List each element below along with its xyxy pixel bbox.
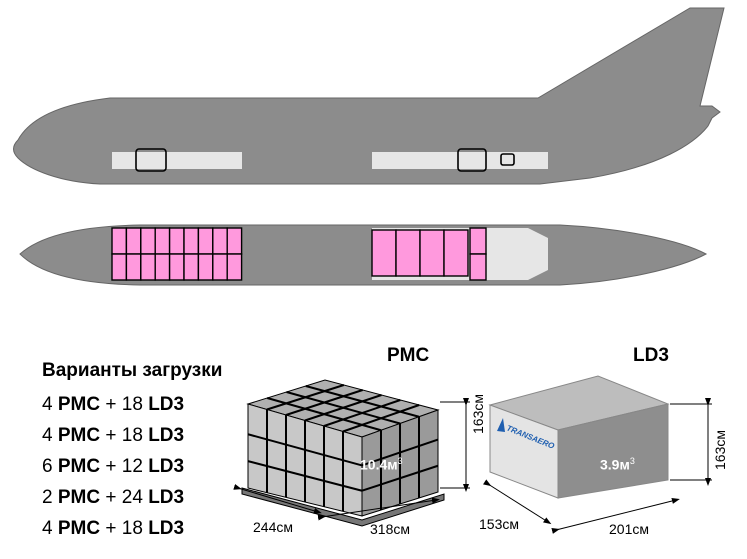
pmc-pallet-drawing bbox=[241, 379, 445, 527]
cargo-door-forward bbox=[135, 148, 167, 172]
pmc-position-aft bbox=[443, 229, 469, 277]
loading-option-row: 4 PMC + 18 LD3 bbox=[42, 425, 185, 446]
ld3-position-forward bbox=[226, 227, 243, 255]
ld3-position-forward bbox=[197, 227, 214, 255]
dimension-lines bbox=[233, 398, 712, 534]
pmc-height-label: 163см bbox=[470, 394, 486, 434]
cargo-hold-forward bbox=[112, 152, 242, 169]
ld3-position-aft bbox=[469, 253, 487, 281]
pmc-width-dim bbox=[233, 483, 322, 514]
ld3-position-forward bbox=[226, 253, 243, 281]
ld3-position-forward bbox=[125, 253, 142, 281]
ld3-position-forward bbox=[140, 227, 156, 255]
loading-option-row: 4 PMC + 18 LD3 bbox=[42, 518, 185, 539]
pmc-volume-label: 10.4м3 bbox=[360, 456, 403, 473]
ld3-header: LD3 bbox=[633, 345, 669, 366]
aircraft-side-view bbox=[13, 7, 725, 185]
loading-option-row: 2 PMC + 24 LD3 bbox=[42, 487, 185, 508]
pmc-width-label: 244см bbox=[253, 519, 293, 535]
ld3-depth-dim bbox=[483, 479, 552, 525]
bulk-cargo-door bbox=[500, 153, 515, 166]
pmc-position-aft bbox=[419, 229, 445, 277]
ld3-side-face bbox=[557, 403, 669, 499]
pmc-position-aft bbox=[395, 229, 421, 277]
ld3-volume-label: 3.9м3 bbox=[600, 456, 635, 473]
cargo-hold-aft bbox=[372, 152, 548, 169]
loading-options-title: Варианты загрузки bbox=[42, 360, 223, 381]
pmc-strap bbox=[247, 433, 363, 467]
ld3-position-forward bbox=[183, 227, 200, 255]
ld3-position-forward bbox=[212, 253, 228, 281]
fuselage-side bbox=[13, 7, 725, 185]
ld3-depth-label: 153см bbox=[479, 516, 519, 532]
ld3-position-forward bbox=[183, 253, 200, 281]
ld3-position-forward bbox=[197, 253, 214, 281]
pmc-strap bbox=[266, 397, 382, 432]
ld3-position-forward bbox=[168, 227, 185, 255]
ld3-length-dim bbox=[551, 498, 680, 534]
loading-option-row: 4 PMC + 18 LD3 bbox=[42, 394, 185, 415]
ld3-position-forward bbox=[111, 253, 128, 281]
pmc-length-dim bbox=[317, 497, 440, 521]
pmc-strap bbox=[286, 391, 401, 425]
ld3-position-aft bbox=[469, 227, 487, 255]
loading-option-row: 6 PMC + 12 LD3 bbox=[42, 456, 185, 477]
ld3-height-label: 163см bbox=[712, 430, 728, 470]
ld3-position-forward bbox=[140, 253, 156, 281]
pmc-strap bbox=[305, 385, 420, 418]
ld3-position-forward bbox=[212, 227, 228, 255]
ld3-container-drawing: TRANSAERO bbox=[488, 375, 670, 499]
transaero-logo-mark bbox=[497, 418, 505, 432]
pmc-header: PMC bbox=[387, 345, 430, 366]
ld3-position-forward bbox=[154, 227, 171, 255]
pmc-strap bbox=[247, 460, 363, 492]
aircraft-top-view bbox=[19, 224, 708, 286]
ld3-position-forward bbox=[168, 253, 185, 281]
ld3-position-forward bbox=[154, 253, 171, 281]
ld3-length-label: 201см bbox=[609, 521, 649, 537]
cargo-door-aft bbox=[457, 148, 487, 172]
ld3-position-forward bbox=[125, 227, 142, 255]
pmc-strap bbox=[361, 438, 439, 467]
ld3-position-forward bbox=[111, 227, 128, 255]
pmc-strap bbox=[361, 464, 439, 492]
pmc-position-aft bbox=[371, 229, 397, 277]
pmc-length-label: 318см bbox=[370, 521, 410, 537]
